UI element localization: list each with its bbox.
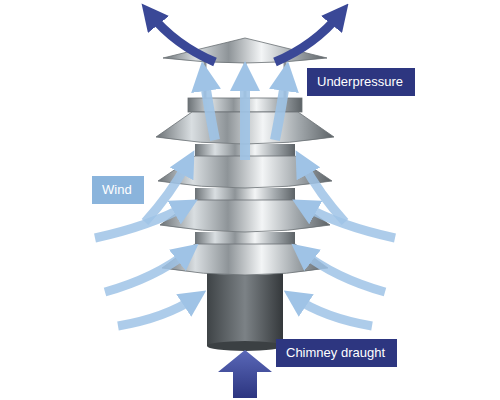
callout-label: Wind: [102, 182, 134, 198]
callout-label: Underpressure: [317, 74, 405, 90]
callout-label: Chimney draught: [286, 345, 387, 361]
callout-box: Wind: [92, 176, 144, 204]
callout-box: Chimney draught: [276, 339, 397, 367]
callout-box: Underpressure: [307, 68, 415, 96]
draught-arrow: [218, 350, 272, 398]
outflow-arrows: [150, 14, 340, 62]
updraft-arrows: [204, 76, 286, 160]
pipe-end: [207, 341, 283, 351]
